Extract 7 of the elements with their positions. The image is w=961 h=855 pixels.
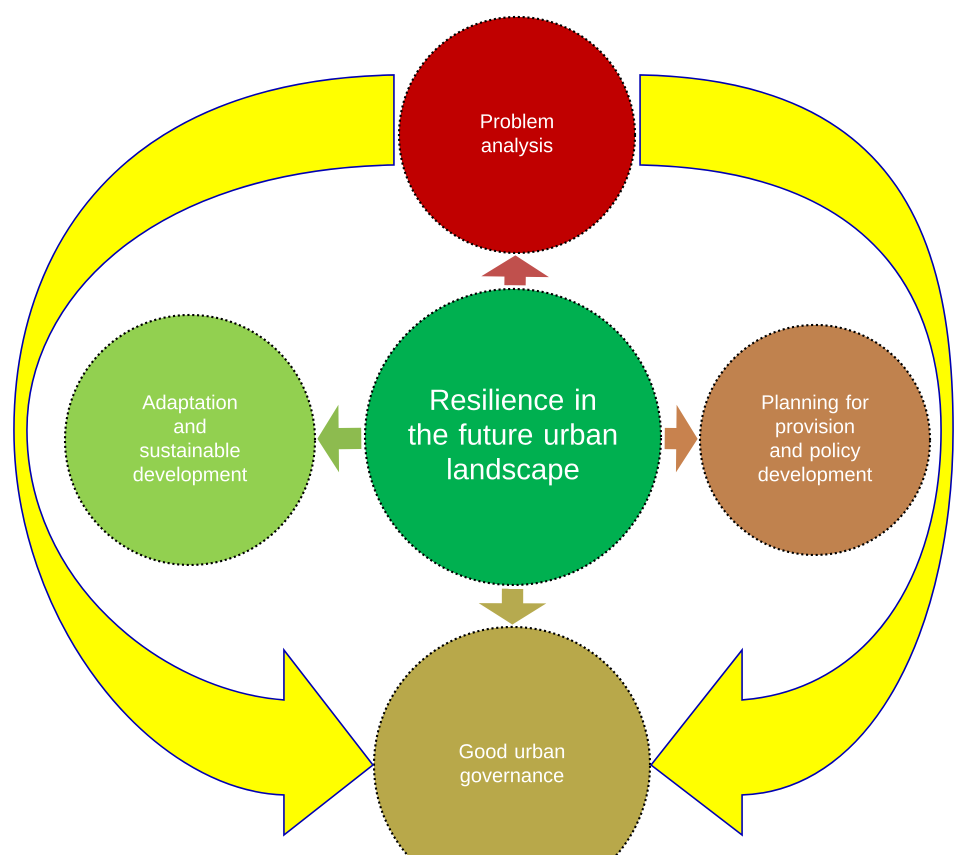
circle-node: Adaptation and sustainable development [64,314,316,566]
circle-node: Planning for provision and policy development [698,324,932,556]
circle-node: Problem analysis [398,16,636,254]
curved-arrow [13,74,395,836]
circle-node: Good urban governance [372,626,652,855]
circle-node: Resilience in the future urban landscape [364,288,662,586]
curved-arrow [639,74,954,836]
